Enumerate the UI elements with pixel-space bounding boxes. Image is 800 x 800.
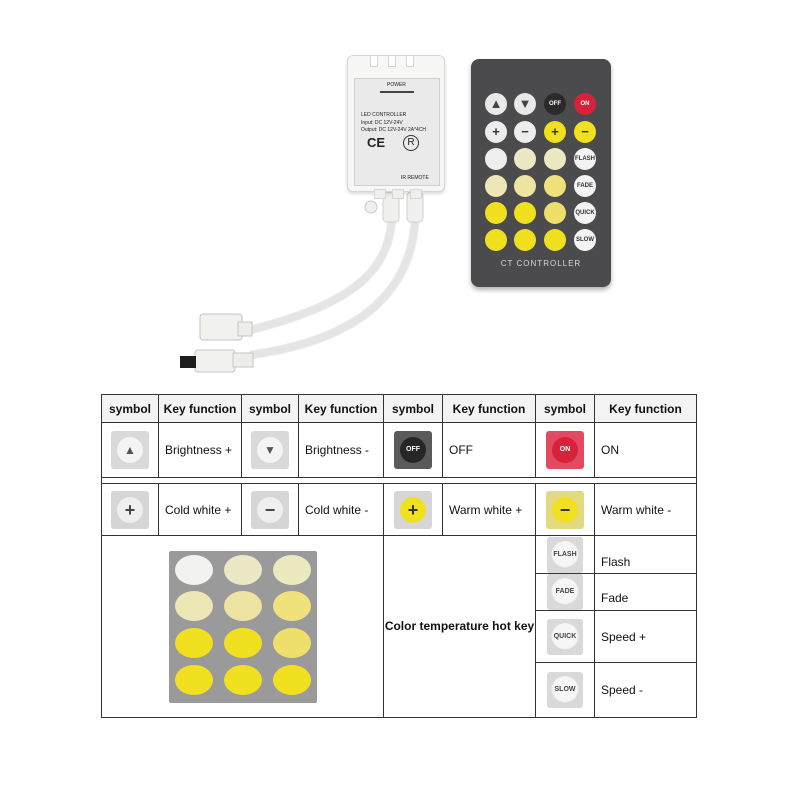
color-key [514,148,536,170]
header-cell: Key function [298,394,384,423]
table-row: QUICK Speed + [102,610,697,663]
controller-label: POWER LED CONTROLLER Input: DC 12V-24V O… [354,78,440,186]
fade-icon: FADE [547,574,583,610]
function-label: Fade [594,573,697,611]
minus-icon: − [546,490,584,529]
color-key [514,175,536,197]
function-label: ON [594,422,697,478]
function-label: Brightness - [298,422,384,478]
header-cell: Key function [594,394,697,423]
symbol-cell: ON [535,422,595,478]
color-grid-cell [101,535,384,718]
header-cell: symbol [241,394,299,423]
symbol-cell: FADE [535,573,595,611]
function-label: Cold white - [298,483,384,536]
symbol-cell: ▲ [101,422,159,478]
box-vent [370,55,378,67]
warm-minus-remote-button: − [574,121,596,143]
header-cell: Key function [442,394,536,423]
output-spec: Output: DC 12V-24V 2A*4CH [361,127,427,133]
quick-remote-button: QUICK [574,202,596,224]
flash-remote-button: FLASH [574,148,596,170]
cold-minus-remote-button: − [514,121,536,143]
brightness-up-remote-button: ▲ [485,93,507,115]
r-mark: R [403,135,419,151]
led-controller-box: POWER LED CONTROLLER Input: DC 12V-24V O… [347,55,445,199]
symbol-cell: − [535,483,595,536]
box-vent [388,55,396,67]
color-key [485,175,507,197]
color-key [544,148,566,170]
function-label: Warm white - [594,483,697,536]
plus-icon: + [394,490,432,529]
header-cell: symbol [383,394,443,423]
cold-plus-remote-button: + [485,121,507,143]
header-cell: symbol [535,394,595,423]
symbol-cell: QUICK [535,610,595,663]
symbol-cell: ▼ [241,422,299,478]
color-key [544,202,566,224]
function-label: Cold white + [158,483,242,536]
symbol-cell: OFF [383,422,443,478]
slow-remote-button: SLOW [574,229,596,251]
color-key [544,229,566,251]
table-row: SLOW Speed - [102,662,697,718]
on-remote-button: ON [574,93,596,115]
ir-remote-label: IR REMOTE [401,175,429,181]
slow-icon: SLOW [547,672,583,708]
color-key [544,175,566,197]
color-key [514,202,536,224]
symbol-cell: + [383,483,443,536]
input-spec: Input: DC 12V-24V [361,120,403,126]
brightness-down-remote-button: ▼ [514,93,536,115]
off-remote-button: OFF [544,93,566,115]
symbol-cell: FLASH [535,535,595,574]
function-label: Warm white + [442,483,536,536]
box-foot [392,189,404,199]
table-row: ▲ Brightness + ▼ Brightness - OFF OFF ON… [101,422,697,478]
warm-plus-remote-button: + [544,121,566,143]
color-key [514,229,536,251]
key-function-table: symbol Key function symbol Key function … [101,394,697,718]
box-foot [410,189,422,199]
power-label: POWER [387,82,406,88]
function-label: Brightness + [158,422,242,478]
header-cell: symbol [101,394,159,423]
header-cell: Key function [158,394,242,423]
box-foot [374,189,386,199]
color-key [485,229,507,251]
table-row: + Cold white + − Cold white - + Warm whi… [101,483,697,536]
function-label: Speed + [594,610,697,663]
symbol-cell: SLOW [535,662,595,718]
function-label: OFF [442,422,536,478]
hotkey-label: Color temperature hot key [383,535,536,718]
color-temperature-keys-image [168,550,317,703]
function-label: Speed - [594,662,697,718]
box-vent [406,55,414,67]
cable-graphic [180,191,424,373]
remote-label: CT CONTROLLER [500,259,582,268]
symbol-cell: − [241,483,299,536]
power-on-icon: ON [546,431,584,469]
table-row: Color temperature hot key FLASH Flash [101,535,697,718]
ce-mark: CE [367,135,386,150]
color-key [485,148,507,170]
table-header-row: symbol Key function symbol Key function … [101,394,697,423]
color-key [485,202,507,224]
fade-remote-button: FADE [574,175,596,197]
table-row: FADE Fade [102,573,697,611]
power-off-icon: OFF [394,431,432,469]
power-connector-icon [380,91,414,93]
plus-icon: + [111,490,149,529]
function-label: Flash [594,535,697,574]
flash-icon: FLASH [547,536,583,573]
symbol-cell: + [101,483,159,536]
minus-icon: − [251,490,289,529]
ct-remote: ▲ ▼ OFF ON + − + − FLASH FADE QUICK SLOW… [471,59,611,287]
quick-icon: QUICK [547,618,583,655]
product-photo: POWER LED CONTROLLER Input: DC 12V-24V O… [0,0,800,385]
controller-title: LED CONTROLLER [361,112,407,118]
brightness-up-icon: ▲ [111,431,149,469]
brightness-down-icon: ▼ [251,431,289,469]
